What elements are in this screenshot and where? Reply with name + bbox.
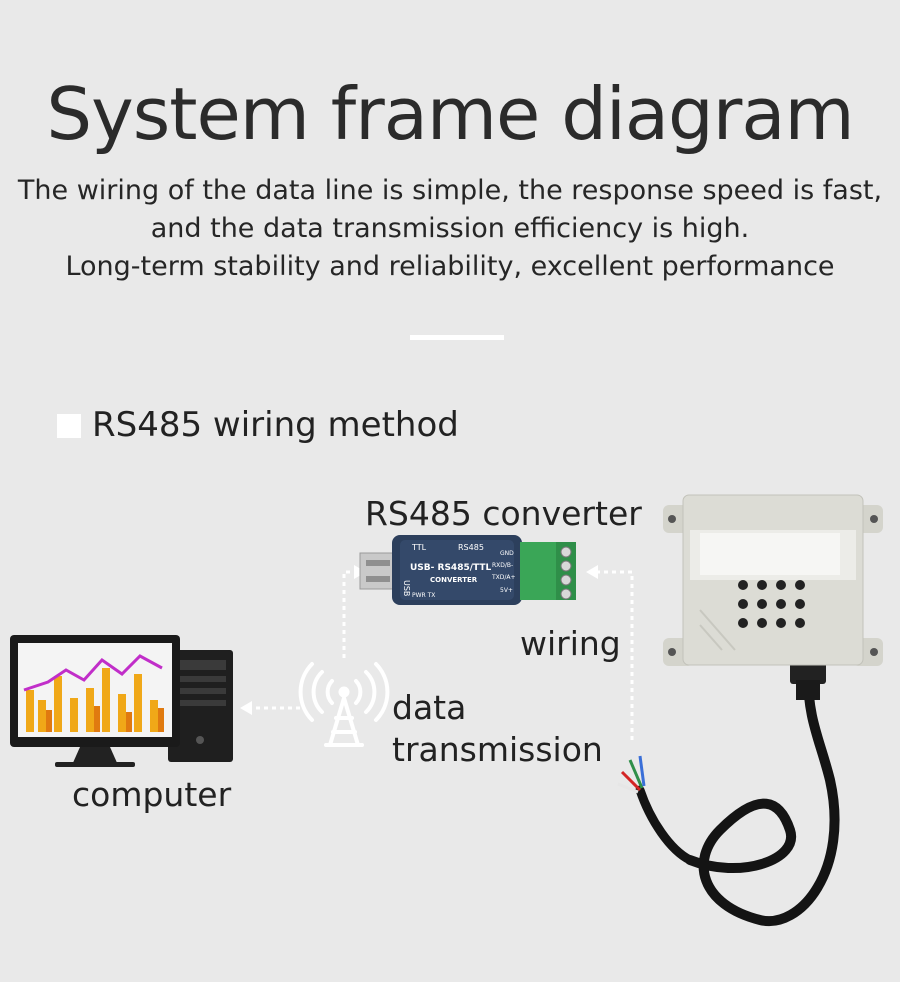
section-bullet-icon (57, 414, 81, 438)
computer-icon (10, 635, 233, 767)
pin-label-rxd: RXD/B- (492, 562, 513, 569)
page-title: System frame diagram (46, 72, 854, 156)
converter-ttl-text: TTL (411, 543, 427, 552)
section-title: RS485 wiring method (92, 405, 459, 445)
converter-usb-text: USB (402, 580, 411, 596)
data-transmission-label-line-1: data (392, 688, 467, 727)
pin-label-gnd: GND (500, 550, 514, 557)
title-divider (410, 335, 504, 340)
antenna-icon (298, 662, 390, 747)
sensor-device (617, 494, 883, 927)
description-line-3: Long-term stability and reliability, exc… (65, 251, 835, 282)
converter-brand-text: CONVERTER (430, 576, 478, 584)
description-line-1: The wiring of the data line is simple, t… (17, 175, 883, 206)
computer-label: computer (72, 775, 232, 814)
pin-label-5v: 5V+ (500, 587, 513, 594)
converter-label: RS485 converter (365, 494, 642, 533)
description-line-2: and the data transmission efficiency is … (150, 213, 750, 244)
pin-label-txd: TXD/A+ (491, 574, 516, 581)
dashed-arrows (250, 570, 634, 740)
data-transmission-label-line-2: transmission (392, 730, 603, 769)
usb-converter-device (359, 535, 576, 605)
converter-model-text: USB- RS485/TTL (410, 563, 491, 573)
converter-bottom-text: PWR TX (412, 592, 435, 599)
wiring-label: wiring (520, 624, 621, 663)
converter-rs485-text: RS485 (458, 543, 484, 552)
